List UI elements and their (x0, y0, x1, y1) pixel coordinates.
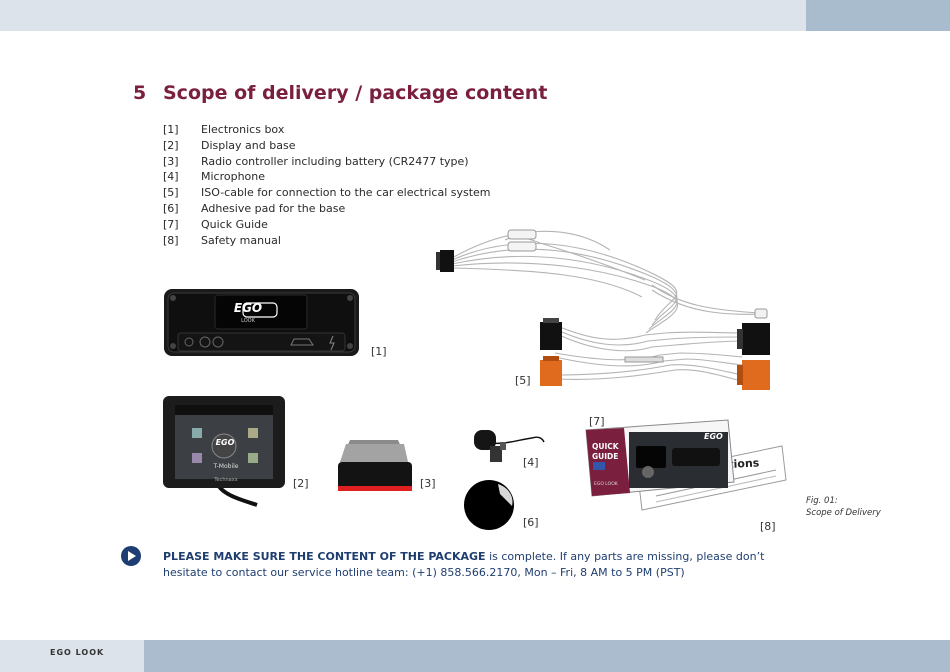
item-label: Display and base (201, 138, 296, 152)
notice-emphasis: PLEASE MAKE SURE THE CONTENT OF THE PACK… (163, 550, 486, 563)
quick-guide-illustration (585, 419, 735, 497)
quick-guide-title-line1: QUICK (592, 442, 619, 451)
callout-7: [7] (589, 415, 605, 428)
notice-paragraph: PLEASE MAKE SURE THE CONTENT OF THE PACK… (163, 549, 803, 581)
display-ego-logo: EGO (215, 438, 235, 447)
item-label: Electronics box (201, 123, 285, 136)
adhesive-pad-illustration (464, 480, 514, 530)
radio-controller-illustration (338, 440, 412, 491)
item-label: Adhesive pad for the base (201, 201, 346, 215)
electronics-box-illustration (164, 289, 359, 356)
figure-caption-number: Fig. 01: (806, 496, 838, 506)
callout-6: [6] (523, 516, 539, 529)
list-item: [7] Quick Guide (163, 217, 491, 233)
callout-8: [8] (760, 520, 776, 533)
list-item: [2] Display and base (163, 138, 491, 154)
footer-band (144, 640, 950, 672)
list-item: [5] ISO-cable for connection to the car e… (163, 185, 491, 201)
callout-4: [4] (523, 456, 539, 469)
footer-band-left (0, 640, 144, 672)
microphone-illustration (474, 430, 545, 462)
item-index: [5] (163, 186, 179, 200)
item-index: [3] (163, 154, 179, 168)
quick-guide-footer: EGO LOOK (594, 482, 618, 487)
list-item: [3] Radio controller including battery (C… (163, 154, 491, 170)
header-band (0, 0, 806, 31)
item-label: Radio controller including battery (CR24… (201, 154, 469, 168)
display-carrier: T-Mobile (213, 463, 239, 470)
callout-1: [1] (371, 345, 387, 358)
callout-5: [5] (515, 374, 531, 387)
list-item: [8] Safety manual (163, 233, 491, 249)
section-title: Scope of delivery / package content (163, 82, 548, 104)
item-index: [1] (163, 123, 179, 136)
item-index: [2] (163, 138, 179, 152)
item-label: Microphone (201, 170, 266, 184)
callout-3: [3] (420, 477, 436, 490)
list-item: [6] Adhesive pad for the base (163, 201, 491, 217)
figure-caption: Fig. 01: Scope of Delivery (806, 495, 881, 519)
ego-logo-sub: LOOK (241, 318, 255, 324)
ego-logo: EGO (233, 301, 263, 315)
quick-guide-ego-logo: EGO (704, 432, 723, 441)
item-label: ISO-cable for connection to the car elec… (201, 186, 491, 200)
item-index: [7] (163, 217, 179, 231)
header-band-accent (806, 0, 950, 31)
callout-2: [2] (293, 477, 309, 490)
footer-brand: EGO LOOK (50, 648, 105, 655)
item-index: [8] (163, 233, 179, 247)
iso-cable-illustration (436, 229, 770, 390)
section-heading: 5 Scope of delivery / package content (133, 82, 547, 104)
quick-guide-title-line2: GUIDE (592, 452, 619, 461)
figure-caption-title: Scope of Delivery (806, 508, 881, 518)
item-label: Quick Guide (201, 217, 268, 231)
package-content-list: [1] Electronics box [2] Display and base [… (163, 122, 491, 248)
display-brand: Technaxx (214, 477, 238, 483)
section-number: 5 (133, 82, 147, 104)
list-item: [4] Microphone (163, 169, 491, 185)
notice-text: is complete. If any parts are missing, p… (163, 550, 765, 579)
item-label: Safety manual (201, 233, 281, 247)
item-index: [6] (163, 201, 179, 215)
arrow-right-icon (121, 546, 141, 566)
list-item: [1] Electronics box (163, 122, 491, 138)
display-illustration (163, 396, 285, 507)
item-index: [4] (163, 170, 179, 184)
